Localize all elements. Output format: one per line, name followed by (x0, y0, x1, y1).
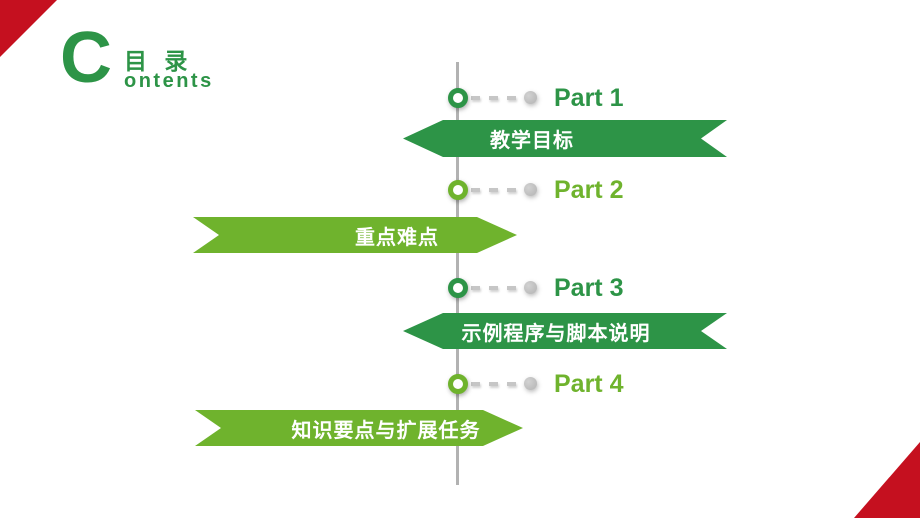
section-ribbon: 知识要点与扩展任务 (195, 410, 523, 446)
part-label: Part 4 (554, 370, 624, 398)
timeline-node-icon (448, 180, 468, 200)
contents-initial-letter: C (60, 18, 112, 98)
connector-dot-icon (524, 91, 537, 104)
connector-dashes (471, 188, 519, 192)
part-label: Part 2 (554, 176, 624, 204)
section-ribbon-label: 知识要点与扩展任务 (291, 419, 481, 442)
part-label: Part 1 (554, 84, 624, 112)
section-ribbon: 示例程序与脚本说明 (403, 313, 727, 349)
connector-dashes (471, 286, 519, 290)
section-ribbon-label: 示例程序与脚本说明 (461, 322, 651, 345)
timeline-node-icon (448, 374, 468, 394)
connector-dashes (471, 382, 519, 386)
timeline-node-icon (448, 278, 468, 298)
timeline-spine (456, 62, 459, 485)
corner-triangle-bottom-right-icon (854, 442, 920, 518)
connector-dot-icon (524, 281, 537, 294)
page-title: 目 录 (124, 48, 193, 74)
contents-title-suffix: ontents (124, 70, 214, 92)
section-ribbon-label: 教学目标 (490, 130, 574, 152)
timeline-node-icon (448, 88, 468, 108)
section-ribbon: 重点难点 (193, 217, 517, 253)
section-ribbon: 教学目标 (403, 120, 727, 157)
corner-triangle-top-left-icon (0, 0, 57, 57)
connector-dashes (471, 96, 519, 100)
section-ribbon-label: 重点难点 (355, 226, 439, 249)
connector-dot-icon (524, 377, 537, 390)
part-label: Part 3 (554, 274, 624, 302)
connector-dot-icon (524, 183, 537, 196)
